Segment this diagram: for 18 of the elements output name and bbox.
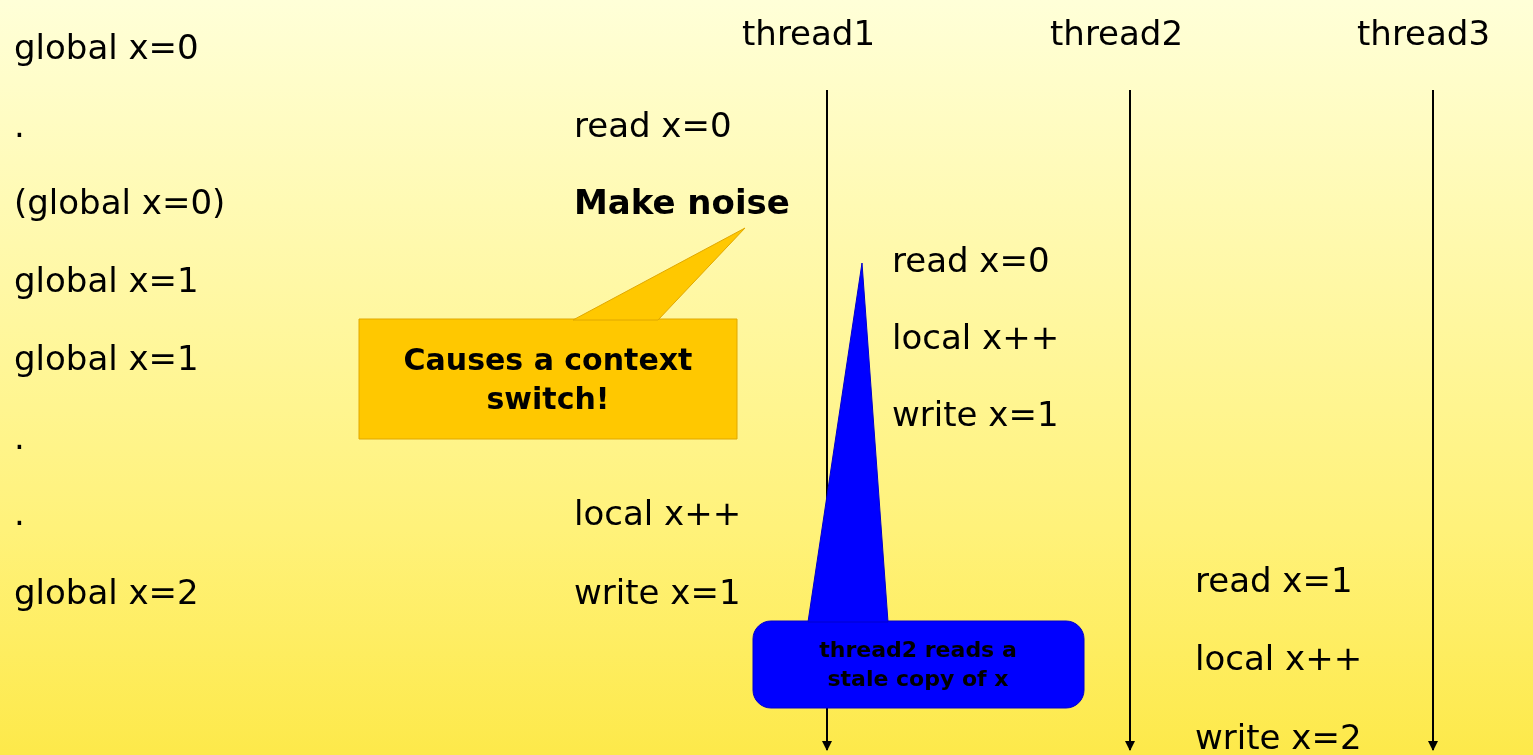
text-label: Make noise	[574, 182, 790, 222]
thread-label: thread2	[1050, 13, 1184, 53]
text-label: .	[14, 417, 25, 457]
text-label: local x++	[574, 493, 742, 533]
text-label: global x=2	[14, 572, 199, 612]
text-label: write x=2	[1195, 717, 1362, 755]
text-label: write x=1	[574, 572, 741, 612]
text-label: .	[14, 105, 25, 145]
thread-label: thread3	[1357, 13, 1491, 53]
text-label: read x=1	[1195, 560, 1353, 600]
text-label: global x=1	[14, 260, 199, 300]
text-label: .	[14, 493, 25, 533]
text-label: global x=0	[14, 27, 199, 67]
text-label: (global x=0)	[14, 182, 226, 222]
text-label: local x++	[1195, 638, 1363, 678]
text-label: read x=0	[574, 105, 732, 145]
text-label: global x=1	[14, 338, 199, 378]
thread-label: thread1	[742, 13, 876, 53]
